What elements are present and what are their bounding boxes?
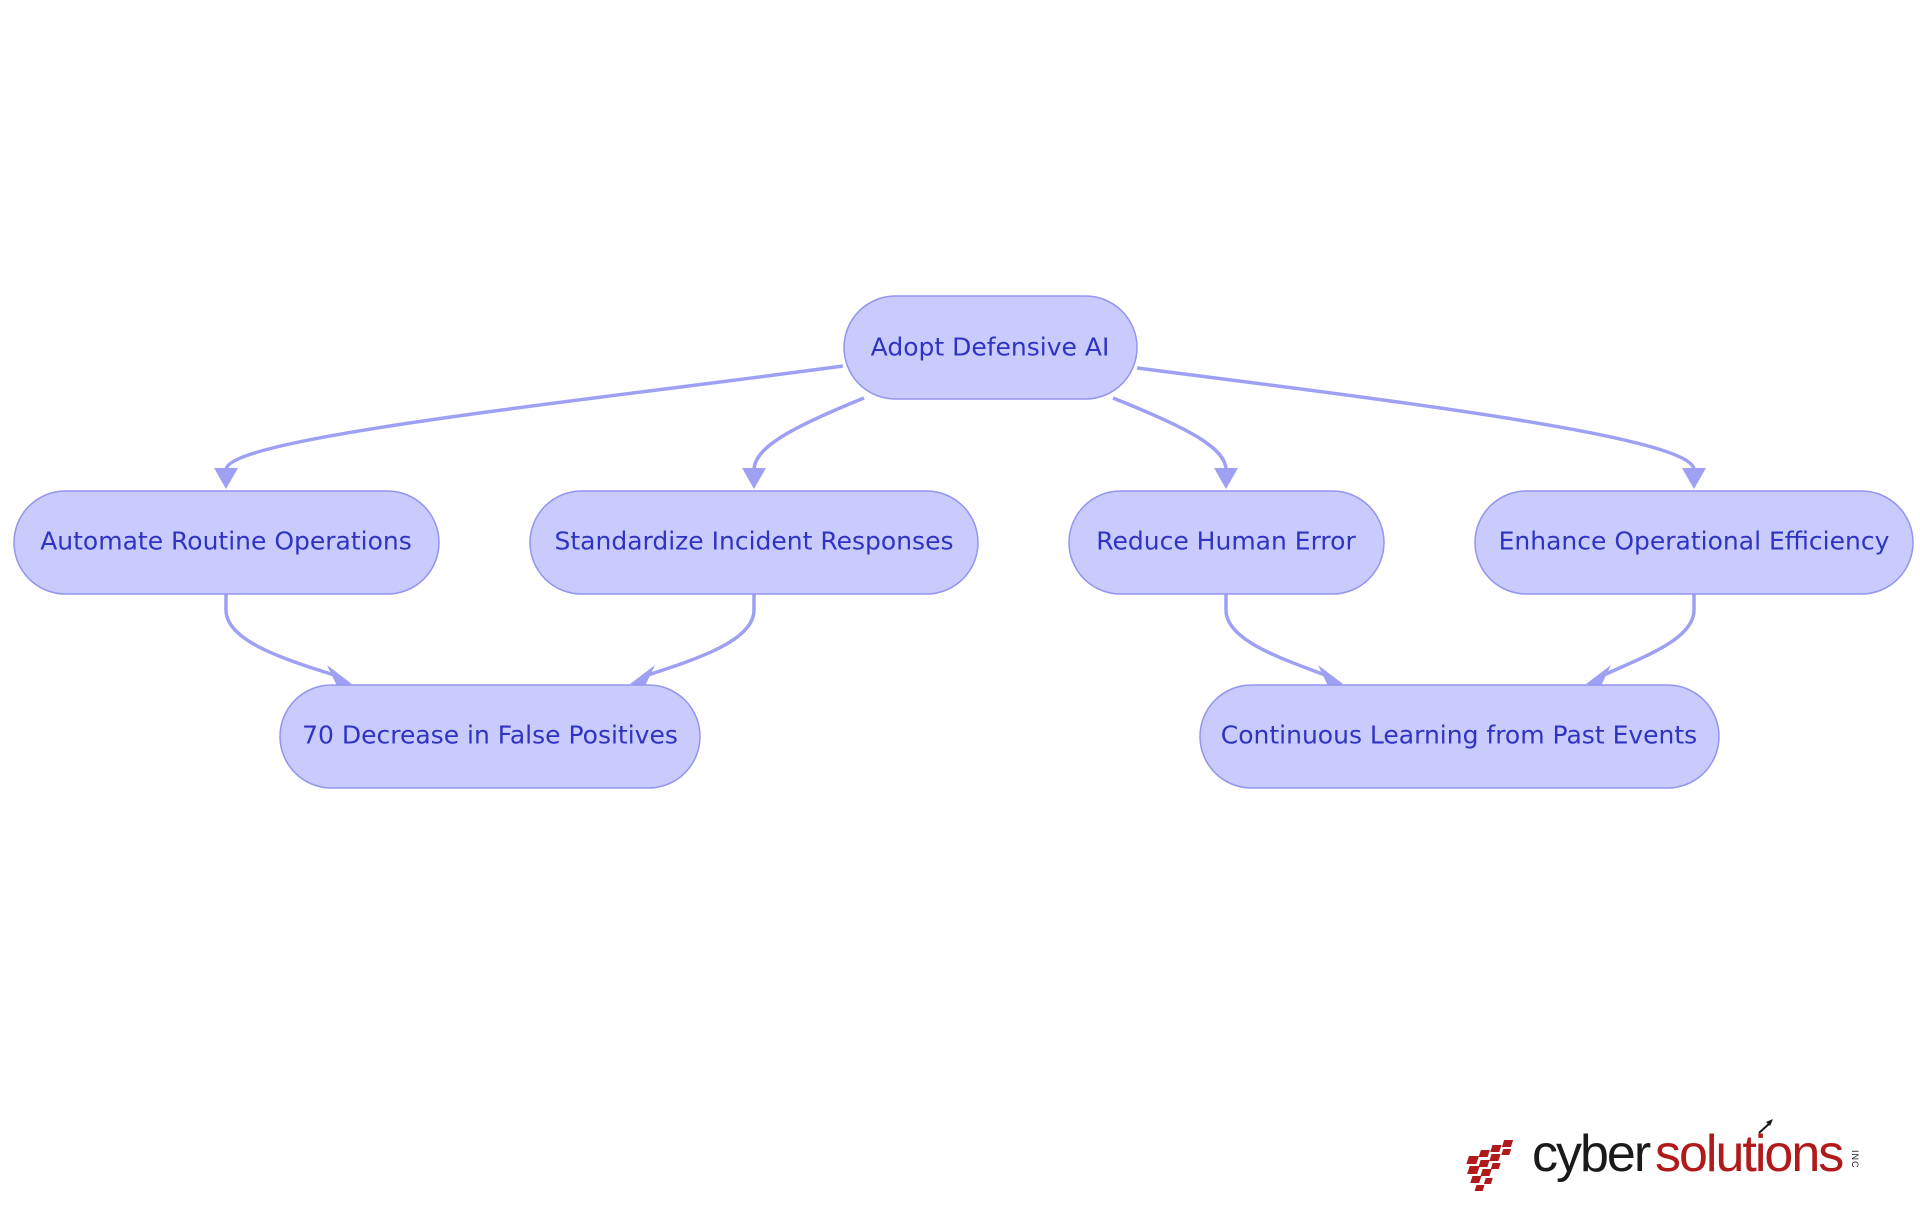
edge-reduce-to-learning (1224, 594, 1326, 677)
edge-enhance-to-learning (1603, 594, 1696, 677)
arrow-head-automate (214, 468, 238, 489)
edge-root-to-standardize (752, 396, 865, 471)
arrow-head-standardize (742, 468, 766, 489)
node-reduce-human-error[interactable]: Reduce Human Error (1068, 490, 1385, 595)
node-box (1199, 684, 1720, 789)
node-label: Automate Routine Operations (40, 527, 412, 556)
arrow-head-decrease-right (630, 665, 655, 686)
edge-root-to-automate (224, 364, 844, 471)
logo-arrow-icon (1758, 1119, 1773, 1134)
cybersolutions-logo: cyber solutions INC (1462, 1119, 1872, 1194)
arrow-head-decrease-left (327, 665, 352, 686)
node-box (13, 490, 440, 595)
arrow-head-enhance (1682, 468, 1706, 489)
node-enhance-operational-efficiency[interactable]: Enhance Operational Efficiency (1474, 490, 1914, 595)
edge-root-to-reduce (1112, 396, 1228, 471)
node-box (279, 684, 701, 789)
edges-layer (214, 364, 1706, 686)
edge-root-to-enhance (1136, 366, 1696, 471)
node-automate-routine-operations[interactable]: Automate Routine Operations (13, 490, 440, 595)
logo-inc-suffix: INC (1850, 1150, 1860, 1169)
node-label: Continuous Learning from Past Events (1221, 721, 1697, 750)
node-standardize-incident-responses[interactable]: Standardize Incident Responses (529, 490, 979, 595)
node-box (529, 490, 979, 595)
node-label: Enhance Operational Efficiency (1499, 527, 1890, 556)
logo-mark-icon (1466, 1140, 1514, 1191)
arrow-head-learning-left (1318, 665, 1343, 686)
edge-automate-to-decrease (224, 594, 335, 677)
node-box (843, 295, 1138, 400)
node-label: Reduce Human Error (1096, 527, 1356, 556)
node-label: 70 Decrease in False Positives (302, 721, 678, 750)
node-box (1474, 490, 1914, 595)
edge-standardize-to-decrease (647, 594, 756, 677)
nodes-layer: Adopt Defensive AI Automate Routine Oper… (13, 295, 1914, 789)
logo-word-solutions: solutions (1655, 1125, 1844, 1183)
node-70-decrease-in-false-positives[interactable]: 70 Decrease in False Positives (279, 684, 701, 789)
node-adopt-defensive-ai[interactable]: Adopt Defensive AI (843, 295, 1138, 400)
arrow-head-reduce (1214, 468, 1238, 489)
node-continuous-learning-from-past-events[interactable]: Continuous Learning from Past Events (1199, 684, 1720, 789)
arrow-head-learning-right (1586, 665, 1611, 686)
node-box (1068, 490, 1385, 595)
logo-word-cyber: cyber (1532, 1125, 1651, 1183)
node-label: Standardize Incident Responses (555, 527, 954, 556)
node-label: Adopt Defensive AI (871, 333, 1110, 362)
